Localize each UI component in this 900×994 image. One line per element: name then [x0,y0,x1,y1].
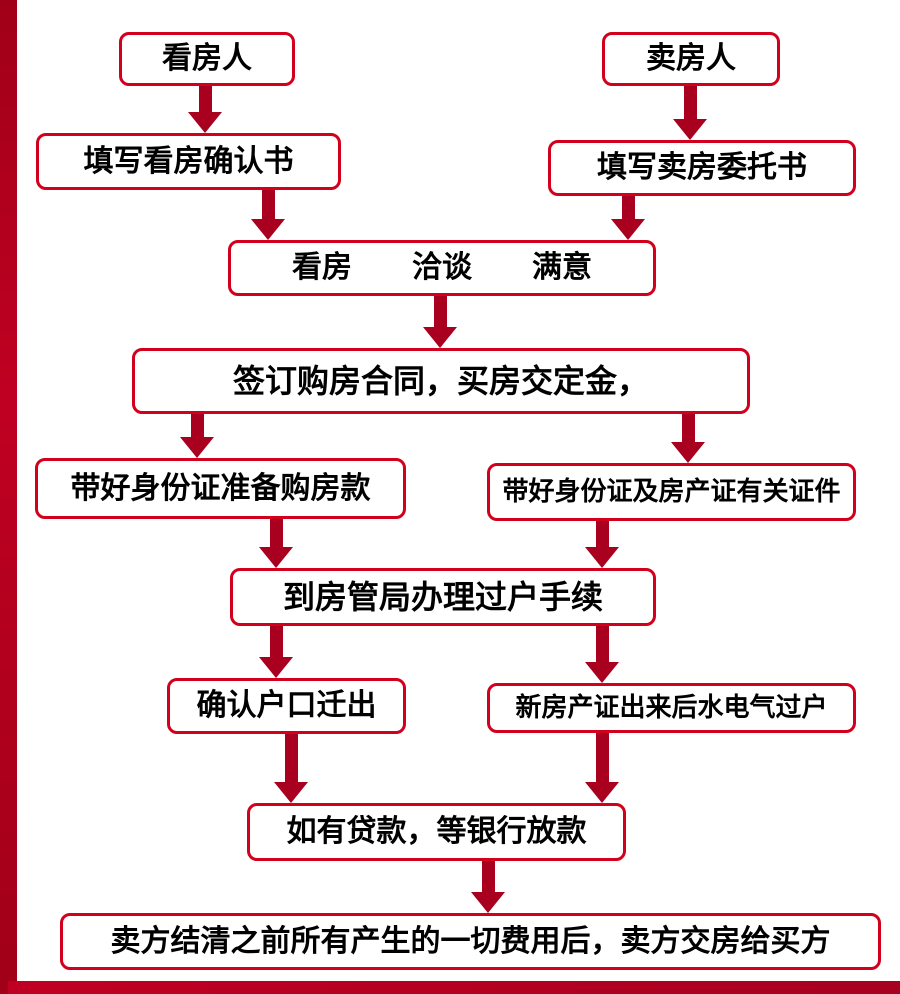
bottom-accent-bar [8,981,900,994]
arrow-head-icon [259,547,293,568]
node-utilities-transfer-after-new-deed: 新房产证出来后水电气过户 [487,683,856,733]
node-transfer-at-housing-bureau: 到房管局办理过户手续 [230,568,656,626]
arrow-seller-to-entrustment-form [673,86,707,140]
arrow-hukou-to-loan [274,734,308,803]
arrow-head-icon [673,119,707,140]
node-settle-fees-and-handover: 卖方结清之前所有产生的一切费用后，卖方交房给买方 [60,913,881,970]
node-house-viewer: 看房人 [119,32,295,86]
node-wait-bank-loan-release: 如有贷款，等银行放款 [247,803,626,861]
arrow-entrustment-form-to-negotiate [611,196,645,240]
arrow-head-icon [423,327,457,348]
arrow-utilities-to-loan [585,733,619,803]
arrow-seller-prepare-to-transfer [585,521,619,568]
arrow-contract-to-seller-prepare [671,414,705,463]
arrow-loan-to-handover [471,861,505,913]
node-house-seller: 卖房人 [602,32,780,86]
arrow-head-icon [671,442,705,463]
node-seller-prepare-id-and-deed: 带好身份证及房产证有关证件 [487,463,856,521]
arrow-head-icon [274,782,308,803]
step-negotiate: 洽谈 [412,250,472,285]
arrow-viewing-form-to-negotiate [251,190,285,240]
node-view-negotiate-satisfied: 看房 洽谈 满意 [228,240,656,296]
arrow-transfer-to-hukou [259,626,293,678]
arrow-head-icon [259,657,293,678]
node-selling-entrustment-form: 填写卖房委托书 [548,140,856,196]
node-buyer-prepare-id-and-funds: 带好身份证准备购房款 [35,458,406,519]
step-view-house: 看房 [292,250,352,285]
left-accent-bar [0,0,17,994]
arrow-head-icon [585,782,619,803]
arrow-transfer-to-utilities [585,626,619,683]
step-satisfied: 满意 [532,250,592,285]
arrow-head-icon [471,892,505,913]
arrow-head-icon [180,437,214,458]
arrow-buyer-prepare-to-transfer [259,519,293,568]
node-sign-contract-pay-deposit: 签订购房合同，买房交定金， [132,348,750,414]
arrow-viewer-to-viewing-form [188,86,222,133]
arrow-head-icon [585,662,619,683]
arrow-head-icon [611,219,645,240]
arrow-contract-to-buyer-prepare [180,414,214,458]
arrow-head-icon [188,112,222,133]
arrow-head-icon [251,219,285,240]
node-viewing-confirmation-form: 填写看房确认书 [36,133,341,190]
arrow-negotiate-to-sign-contract [423,296,457,348]
arrow-head-icon [585,547,619,568]
node-confirm-hukou-moved-out: 确认户口迁出 [167,678,406,734]
